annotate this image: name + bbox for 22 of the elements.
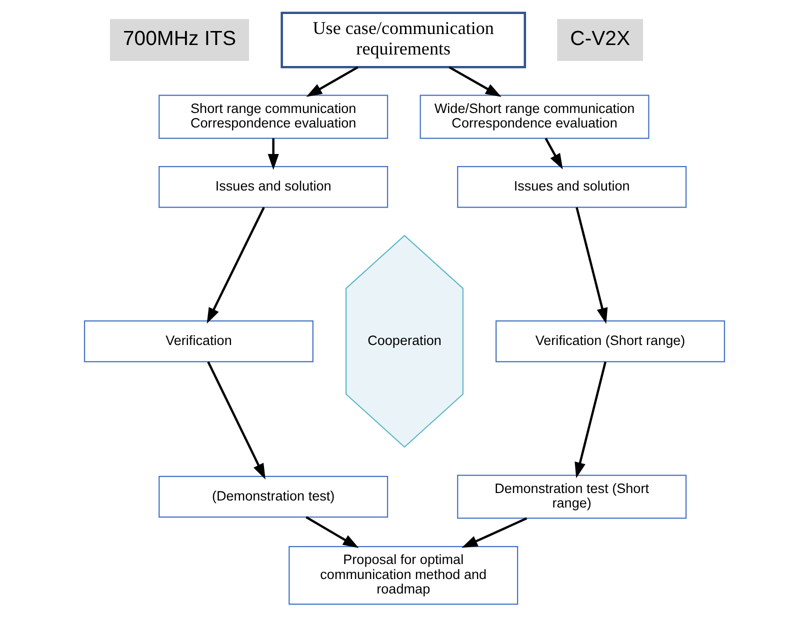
node-box: Issues and solution bbox=[456, 166, 686, 208]
arrow bbox=[544, 138, 562, 170]
node-box: Verification bbox=[83, 320, 313, 362]
arrow bbox=[306, 66, 358, 97]
arrow bbox=[448, 66, 501, 97]
node-box: Issues and solution bbox=[158, 166, 388, 208]
arrow bbox=[305, 516, 358, 548]
arrow bbox=[206, 206, 264, 324]
node-box: (Demonstration test) bbox=[158, 476, 388, 518]
arrow bbox=[206, 361, 265, 480]
node-box: Proposal for optimal communication method and roadmap bbox=[288, 546, 518, 605]
arrow bbox=[267, 138, 278, 170]
node-box: C-V2X bbox=[556, 19, 643, 61]
node-box: Demonstration test (Short range) bbox=[456, 474, 686, 519]
node-box: 700MHz ITS bbox=[109, 19, 249, 61]
node-box: Wide/Short range communication Correspondence evaluation bbox=[419, 94, 649, 139]
arrow bbox=[575, 207, 608, 324]
arrow bbox=[461, 517, 527, 548]
node-box: Use case/communication requirements bbox=[280, 12, 526, 68]
arrow bbox=[574, 362, 606, 478]
node-box: Verification (Short range) bbox=[495, 320, 725, 362]
node-box: Short range communication Correspondence evaluation bbox=[158, 94, 388, 139]
